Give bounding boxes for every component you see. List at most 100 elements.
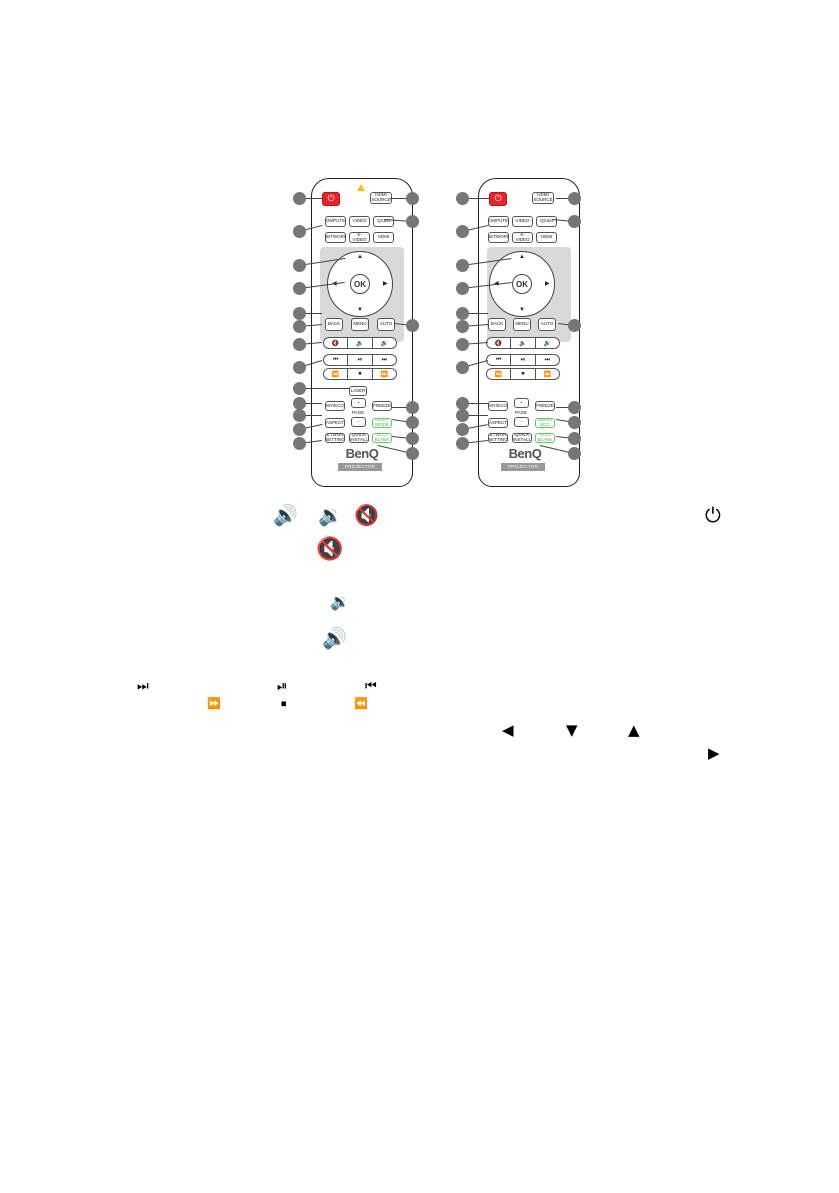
play-pause-icon[interactable]: ⏯ <box>511 355 536 365</box>
previous-icon[interactable]: ⏮ <box>324 355 349 365</box>
callout-marker <box>405 191 419 205</box>
up-arrow-icon: ▲ <box>628 721 640 739</box>
media-row-2[interactable]: ⏪ ⏹ ⏩ <box>486 368 560 380</box>
callout-marker <box>292 258 306 272</box>
volume-up-icon-large: 🔊 <box>322 626 347 650</box>
callout-leader-line <box>462 198 490 199</box>
aspect-button[interactable]: ASPECT <box>325 418 345 428</box>
callout-marker <box>455 224 469 238</box>
fast-forward-icon[interactable]: ⏩ <box>380 371 389 378</box>
next-icon[interactable]: ⏭ <box>544 356 551 363</box>
source-label: SOURCE <box>371 197 391 202</box>
quick-install-button[interactable]: QUICK INSTALL <box>349 433 369 443</box>
media-row-2[interactable]: ⏪ ⏹ ⏩ <box>323 368 397 380</box>
auto-button[interactable]: AUTO <box>538 318 556 331</box>
s-video-button[interactable]: S-VIDEO <box>512 232 533 243</box>
light-mode-button[interactable]: LIGHT MODE <box>372 418 392 428</box>
back-button[interactable]: BACK <box>325 318 343 331</box>
power-button[interactable]: ⏻ <box>322 192 340 206</box>
callout-marker <box>567 191 581 205</box>
brand-logo: BenQ <box>508 446 542 461</box>
page-up-button[interactable]: + <box>351 398 366 408</box>
page-up-button[interactable]: + <box>514 398 529 408</box>
source-button[interactable]: HDMI SOURCE <box>532 192 554 204</box>
power-button[interactable]: ⏻ <box>489 192 507 206</box>
source-button[interactable]: HDMI SOURCE <box>370 192 392 204</box>
volume-row[interactable]: 🔇 🔉 🔊 <box>323 337 397 349</box>
video-button[interactable]: VIDEO <box>349 216 370 227</box>
quick-install-button[interactable]: QUICK INSTALL <box>512 433 532 443</box>
volume-down-icon[interactable]: 🔉 <box>348 338 373 348</box>
freeze-button[interactable]: FREEZE <box>535 401 555 411</box>
page-down-button[interactable]: - <box>351 417 366 427</box>
laser-button[interactable]: LASER <box>349 386 367 396</box>
media-row-1[interactable]: ⏮ ⏯ ⏭ <box>486 354 560 366</box>
qcast-button[interactable]: QCast <box>373 216 394 227</box>
previous-icon: ⏮ <box>365 679 377 694</box>
callout-marker <box>455 360 469 374</box>
mute-icon[interactable]: 🔇 <box>324 338 349 348</box>
back-button[interactable]: BACK <box>488 318 506 331</box>
network-button[interactable]: NETWORK <box>488 232 509 243</box>
eco-blank-button[interactable]: ECO BLANK <box>372 433 392 443</box>
mute-icon[interactable]: 🔇 <box>487 338 512 348</box>
s-video-button[interactable]: S-VIDEO <box>349 232 370 243</box>
eco-blank-button[interactable]: ECO BLANK <box>535 433 555 443</box>
next-icon[interactable]: ⏭ <box>381 356 388 363</box>
hdmi-button[interactable]: HDMI <box>536 232 557 243</box>
callout-leader-line <box>299 415 322 416</box>
play-pause-icon[interactable]: ⏯ <box>348 355 373 365</box>
rewind-icon[interactable]: ⏪ <box>324 369 349 379</box>
qcast-button[interactable]: QCast <box>536 216 557 227</box>
volume-up-icon: 🔊 <box>273 503 298 527</box>
menu-button[interactable]: MENU <box>351 318 369 331</box>
callout-marker <box>455 396 469 410</box>
down-arrow-icon[interactable]: ▼ <box>357 307 363 313</box>
right-arrow-icon[interactable]: ▶ <box>383 281 388 287</box>
computer-button[interactable]: COMPUTER <box>325 216 346 227</box>
callout-leader-line <box>299 198 322 199</box>
page-down-button[interactable]: - <box>514 417 529 427</box>
callout-marker <box>292 360 306 374</box>
volume-up-icon[interactable]: 🔊 <box>543 340 552 347</box>
fast-forward-icon[interactable]: ⏩ <box>543 371 552 378</box>
volume-down-icon[interactable]: 🔉 <box>511 338 536 348</box>
callout-marker <box>455 408 469 422</box>
smart-eco-button[interactable]: SMART ECO <box>535 418 555 428</box>
callout-leader-line <box>299 313 322 314</box>
aspect-button[interactable]: ASPECT <box>488 418 508 428</box>
brand-logo: BenQ <box>345 446 379 461</box>
volume-up-icon[interactable]: 🔊 <box>380 340 389 347</box>
video-button[interactable]: VIDEO <box>512 216 533 227</box>
network-setting-button[interactable]: NETWORK SETTING <box>488 433 508 443</box>
fast-forward-icon: ⏩ <box>207 697 221 710</box>
network-button[interactable]: NETWORK <box>325 232 346 243</box>
down-arrow-icon[interactable]: ▼ <box>519 307 525 313</box>
stop-icon[interactable]: ⏹ <box>348 369 373 379</box>
previous-icon[interactable]: ⏮ <box>487 355 512 365</box>
volume-row[interactable]: 🔇 🔉 🔊 <box>486 337 560 349</box>
my-eco-button[interactable]: MY/ECO <box>325 401 345 411</box>
callout-marker <box>292 281 306 295</box>
up-arrow-icon[interactable]: ▲ <box>519 254 525 260</box>
source-top-label: HDMI <box>375 192 387 198</box>
mute-icon: 🔇 <box>354 503 379 527</box>
media-row-1[interactable]: ⏮ ⏯ ⏭ <box>323 354 397 366</box>
my-eco-button[interactable]: MY/ECO <box>488 401 508 411</box>
callout-marker <box>567 400 581 414</box>
menu-button[interactable]: MENU <box>513 318 531 331</box>
ok-button[interactable]: OK <box>350 274 370 294</box>
hdmi-button[interactable]: HDMI <box>373 232 394 243</box>
callout-marker <box>292 306 306 320</box>
up-arrow-icon[interactable]: ▲ <box>357 254 363 260</box>
computer-button[interactable]: COMPUTER <box>488 216 509 227</box>
callout-leader-line <box>462 313 488 314</box>
left-arrow-icon: ◀ <box>502 721 514 739</box>
stop-icon[interactable]: ⏹ <box>511 369 536 379</box>
auto-button[interactable]: AUTO <box>377 318 395 331</box>
freeze-button[interactable]: FREEZE <box>372 401 392 411</box>
ok-button[interactable]: OK <box>512 274 532 294</box>
rewind-icon[interactable]: ⏪ <box>487 369 512 379</box>
network-setting-button[interactable]: NETWORK SETTING <box>325 433 345 443</box>
right-arrow-icon[interactable]: ▶ <box>545 281 550 287</box>
